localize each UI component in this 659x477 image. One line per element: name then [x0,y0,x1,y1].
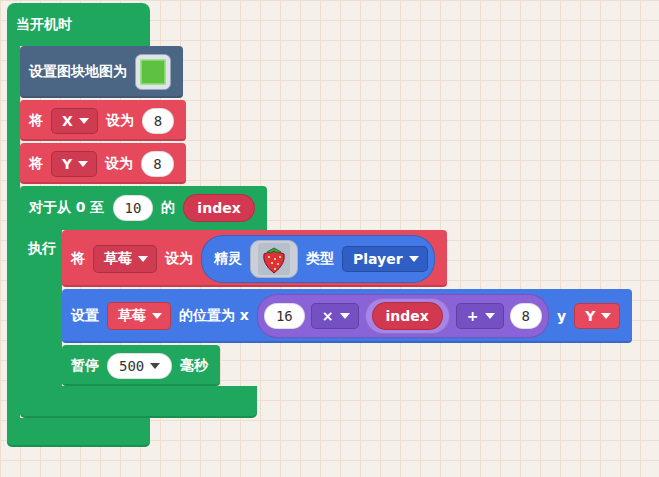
block-label: 精灵 [214,250,242,268]
block-label: 类型 [306,250,334,268]
variable-reporter: index [183,194,254,222]
block-label: Y [62,156,72,172]
block-label: 对于从 0 至 [29,199,105,217]
math-reporter: 16 × index +8 [257,294,549,338]
block-label: Y [585,308,595,324]
hat-block: 当开机时设置图块地图为将X设为8将Y设为8对于从 0 至10的index执行将草… [7,3,632,447]
statement-block: 设置 草莓 的位置为 x 16 × index +8 y Y [62,289,632,343]
block-label: 16 [276,308,293,324]
tilemap-thumbnail [135,54,171,90]
math-reporter: index [365,298,450,334]
dropdown-arrow [485,313,495,319]
block-label: 的 [161,199,175,217]
dropdown-arrow [340,313,350,319]
block-foot [7,418,150,447]
block-label: 8 [522,308,530,324]
block-foot [20,386,257,418]
statement-block: 设置图块地图为 [20,46,183,98]
number-field: 8 [510,303,542,329]
workspace: 当开机时设置图块地图为将X设为8将Y设为8对于从 0 至10的index执行将草… [7,3,632,447]
block-label: 设置 [71,307,99,325]
dropdown-field: + [456,303,504,329]
number-field: 500 [107,353,172,379]
block-label: 当开机时 [16,16,72,34]
block-label: X [62,113,73,129]
number-field: 16 [264,303,305,329]
block-label: 将 [71,250,85,268]
block-label: 设为 [165,250,193,268]
statement-block: 将 草莓 设为 精灵 类型 Player [62,230,447,287]
dropdown-arrow [78,161,88,167]
block-label: 暂停 [71,357,99,375]
block-label: 将 [29,155,43,173]
block-label: Player [353,251,403,267]
block-body: 设置图块地图为将X设为8将Y设为8对于从 0 至10的index执行将草莓设为精… [7,46,632,418]
sprite-image [250,240,298,278]
loop-block: 对于从 0 至10的index执行将草莓设为精灵类型Player设置草莓的位置为… [20,186,632,418]
block-label: 500 [119,358,144,374]
block-arm [7,46,20,418]
dropdown-field: × [311,303,359,329]
dropdown-field: Y [574,303,620,329]
block-body: 执行将草莓设为精灵类型Player设置草莓的位置为 x16×index+8yY暂… [20,230,632,386]
sprite-reporter: 精灵 类型 Player [201,235,435,283]
block-label: 8 [153,156,161,172]
dropdown-field: 草莓 [107,302,171,330]
block-label: y [557,308,566,324]
dropdown-field: Player [342,246,428,272]
block-label: 的位置为 x [179,307,249,325]
statement-block: 将 X 设为 8 [20,100,186,141]
block-arm: 执行 [20,230,62,386]
dropdown-arrow [152,313,162,319]
block-label: index [197,200,240,216]
block-label: 设置图块地图为 [29,63,127,81]
icon-art [135,54,171,90]
block-label: 草莓 [104,250,132,268]
statement-block: 将 Y 设为 8 [20,143,186,184]
dropdown-arrow [150,363,160,369]
dropdown-field: 草莓 [93,245,157,273]
block-label: 设为 [106,112,134,130]
block-label: 草莓 [118,307,146,325]
dropdown-arrow [79,118,89,124]
number-field: 8 [142,108,174,134]
dropdown-arrow [601,313,611,319]
statement-block: 暂停 500 毫秒 [62,345,220,386]
block-label: 10 [125,200,142,216]
variable-reporter: index [372,302,443,330]
block-label: index [386,308,429,324]
dropdown-field: Y [51,151,97,177]
block-header: 当开机时 [7,3,150,46]
block-stack: 将草莓设为精灵类型Player设置草莓的位置为 x16×index+8yY暂停5… [62,230,632,386]
block-stack: 设置图块地图为将X设为8将Y设为8对于从 0 至10的index执行将草莓设为精… [20,46,632,418]
block-label: + [467,308,479,324]
block-label: 执行 [28,240,56,256]
block-label: 毫秒 [180,357,208,375]
block-label: 设为 [105,155,133,173]
block-header: 对于从 0 至 10 的 index [20,186,267,230]
dropdown-arrow [138,256,148,262]
block-label: 将 [29,112,43,130]
dropdown-arrow [409,256,419,262]
number-field: 10 [113,195,154,221]
icon-art [250,240,298,278]
number-field: 8 [141,151,173,177]
block-label: 8 [154,113,162,129]
block-label: × [322,308,334,324]
dropdown-field: X [51,108,98,134]
